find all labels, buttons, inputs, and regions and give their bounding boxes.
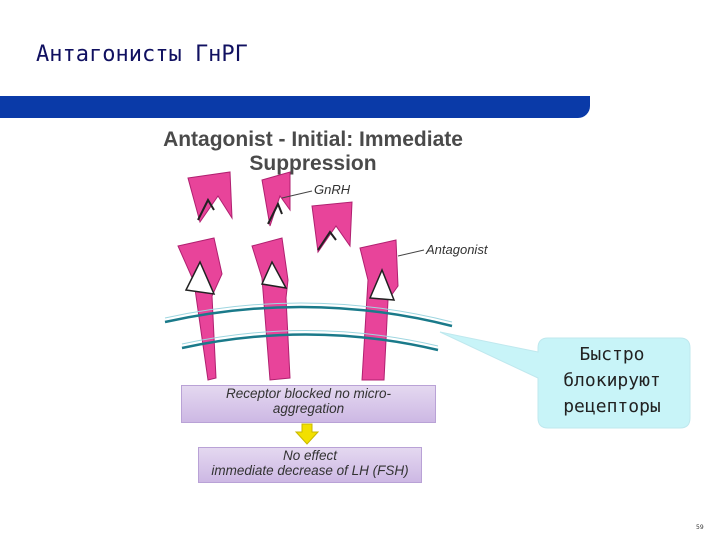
membrane-outer xyxy=(164,305,453,328)
callout-line3: рецепторы xyxy=(563,396,661,417)
callout-line2: блокируют xyxy=(563,370,661,391)
receptor-left xyxy=(177,237,223,381)
header-band xyxy=(0,96,590,118)
down-arrow xyxy=(294,423,320,445)
box1-line1: Receptor blocked no micro- xyxy=(225,386,392,401)
page-number: 59 xyxy=(696,524,704,531)
box2-line1: No effect xyxy=(282,448,338,463)
gnrh-ligand-2 xyxy=(261,171,291,227)
no-effect-box: No effect immediate decrease of LH (FSH) xyxy=(198,447,422,483)
label-gnrh: GnRH xyxy=(314,182,351,197)
gnrh-ligand-3 xyxy=(311,201,353,254)
figure-title: Antagonist - Initial: Immediate Suppress… xyxy=(128,128,498,176)
callout-text: Быстро блокируют рецепторы xyxy=(532,342,692,420)
gnrh-pointer xyxy=(281,190,313,199)
callout-line1: Быстро xyxy=(579,344,645,365)
figure-title-line1: Antagonist - Initial: Immediate xyxy=(163,128,463,151)
box2-line2: immediate decrease of LH (FSH) xyxy=(211,463,409,478)
membrane-inner xyxy=(181,333,439,352)
antagonist-pointer xyxy=(397,249,425,257)
antagonist-notch-right xyxy=(368,268,396,301)
receptor-blocked-box: Receptor blocked no micro- aggregation xyxy=(181,385,436,423)
gnrh-ligand-1 xyxy=(187,171,233,224)
receptor-center xyxy=(251,237,291,381)
figure-title-line2: Suppression xyxy=(249,152,377,175)
label-antagonist: Antagonist xyxy=(426,242,488,257)
box1-line2: aggregation xyxy=(272,401,345,416)
callout-bubble xyxy=(439,331,691,429)
antagonist-notch-center xyxy=(260,260,288,289)
antagonist-notch-left xyxy=(184,260,216,295)
slide-title: Антагонисты ГнРГ xyxy=(36,42,248,67)
